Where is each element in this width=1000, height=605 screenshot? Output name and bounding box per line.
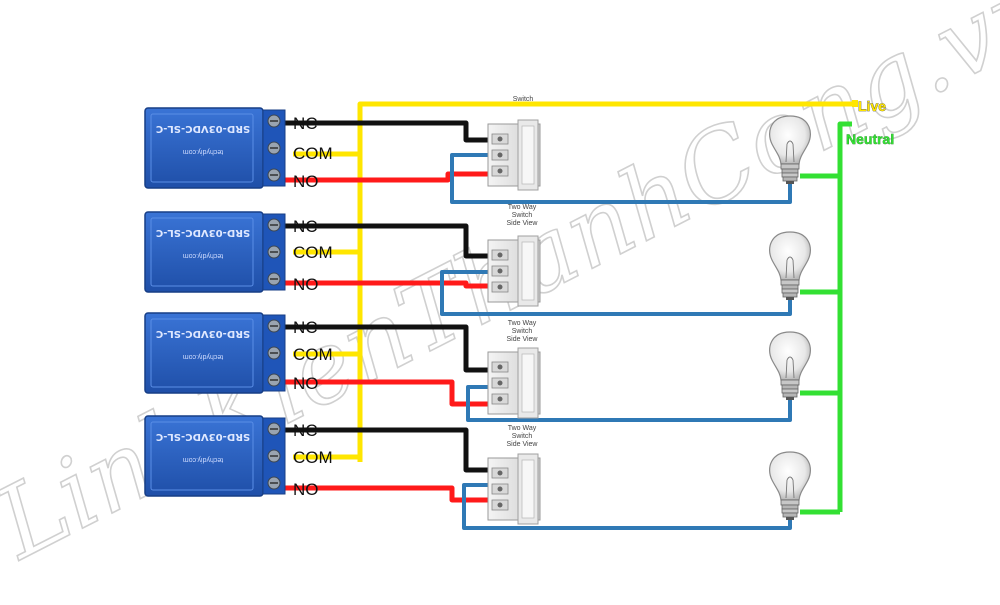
relay-module-icon: [144, 415, 286, 497]
no-label: NO: [293, 172, 319, 191]
two-way-switch-icon: [487, 347, 541, 419]
terminal-labels: NC COM NO NC COM NO NC COM NO NC COM NO: [293, 114, 333, 499]
switch-caption-line: Side View: [506, 220, 538, 227]
light-bulb-icon: [769, 331, 811, 401]
relay-module-icon: [144, 211, 286, 293]
relay-model-label: SRD-03VDC-SL-C: [156, 227, 250, 238]
relay-brand-label: techydiy.com: [183, 148, 223, 155]
switch-caption-3: Two Way Switch Side View: [506, 320, 538, 343]
com-label: COM: [293, 345, 333, 364]
live-terminal: [852, 100, 858, 107]
nc-label: NC: [293, 114, 318, 133]
relay-module-4: SRD-03VDC-SL-C techydiy.com: [144, 415, 286, 497]
relay-module-icon: [144, 107, 286, 189]
two-way-switch-icon: [487, 119, 541, 191]
switch-caption-line: Two Way: [508, 425, 537, 432]
com-label: COM: [293, 144, 333, 163]
relay-brand-label: techydiy.com: [183, 252, 223, 259]
no-label: NO: [293, 275, 319, 294]
nc-wires: [275, 120, 488, 473]
relay-module-1: SRD-03VDC-SL-C techydiy.com: [144, 107, 286, 189]
relay-module-2: SRD-03VDC-SL-C techydiy.com: [144, 211, 286, 293]
switch-caption-line: Side View: [506, 441, 538, 448]
neutral-wires: [800, 121, 852, 515]
relay-module-3: SRD-03VDC-SL-C techydiy.com: [144, 312, 286, 394]
live-wires: [293, 101, 852, 462]
two-way-switch-2: [487, 235, 541, 307]
switch-caption-line: Switch: [512, 433, 533, 440]
switch-caption-2: Two Way Switch Side View: [506, 204, 538, 227]
nc-label: NC: [293, 318, 318, 337]
neutral-label: Neutral: [846, 131, 894, 147]
relay-model-label: SRD-03VDC-SL-C: [156, 123, 250, 134]
nc-label: NC: [293, 421, 318, 440]
switch-caption-4: Two Way Switch Side View: [506, 425, 538, 448]
relay-brand-label: techydiy.com: [183, 456, 223, 463]
two-way-switch-1: [487, 119, 541, 191]
two-way-switch-4: [487, 453, 541, 525]
switch-caption-line: Two Way: [508, 204, 537, 211]
switch-leg-wires: [440, 153, 792, 530]
nc-label: NC: [293, 217, 318, 236]
relay-brand-label: techydiy.com: [183, 353, 223, 360]
no-label: NO: [293, 374, 319, 393]
switch-caption-line: Two Way: [508, 320, 537, 327]
two-way-switch-icon: [487, 453, 541, 525]
switch-caption: Switch: [513, 96, 534, 103]
live-label: Live: [858, 98, 886, 114]
relay-model-label: SRD-03VDC-SL-C: [156, 328, 250, 339]
light-bulb-3: [769, 331, 811, 401]
com-label: COM: [293, 243, 333, 262]
com-label: COM: [293, 448, 333, 467]
two-way-switch-icon: [487, 235, 541, 307]
two-way-switch-3: [487, 347, 541, 419]
switch-caption-line: Switch: [512, 212, 533, 219]
no-label: NO: [293, 480, 319, 499]
switch-caption-line: Switch: [512, 328, 533, 335]
relay-model-label: SRD-03VDC-SL-C: [156, 431, 250, 442]
relay-module-icon: [144, 312, 286, 394]
switch-caption-line: Side View: [506, 336, 538, 343]
